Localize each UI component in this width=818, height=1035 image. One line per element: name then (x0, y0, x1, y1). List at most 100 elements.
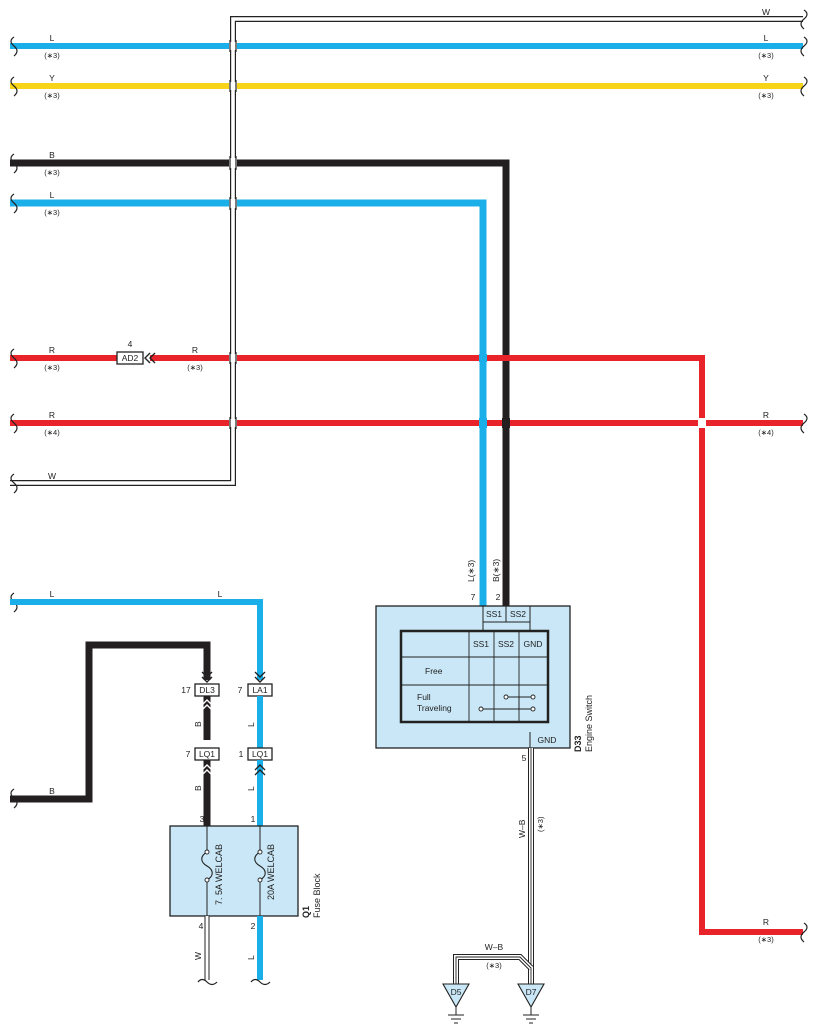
wire-dl3-lq1 (201, 696, 213, 740)
connector-la1-pin: 7 (238, 685, 243, 695)
label-fuse-out-w: W (193, 952, 203, 960)
label-r-mid2: R (192, 345, 198, 355)
table-header-ss1: SS1 (473, 639, 489, 649)
label-r-low-left: R (49, 410, 55, 420)
connector-dl3-id: DL3 (199, 685, 215, 695)
engine-switch-name: Engine Switch (584, 695, 594, 752)
label-l-mid: L (50, 190, 55, 200)
label-r-mid: R (49, 345, 55, 355)
wire-b-mid (10, 159, 510, 606)
fuse-symbol-2 (254, 851, 266, 881)
note-r-right: (∗3) (758, 935, 774, 944)
crossing-w-l2 (229, 197, 237, 210)
note-wb-d5: (∗3) (486, 961, 502, 970)
engine-switch-code: D33 (573, 735, 583, 752)
ground-d7-label: D7 (526, 987, 537, 997)
crossing-w-y (229, 80, 237, 92)
term-gnd: GND (538, 735, 557, 745)
ground-d7: D7 (517, 983, 545, 1024)
term-ss2: SS2 (510, 609, 526, 619)
wire-l-mid (10, 199, 487, 606)
note-r-low-right: (∗4) (758, 428, 774, 437)
connector-la1-id: LA1 (252, 685, 267, 695)
label-y-top-right: Y (763, 73, 769, 83)
fuse-2-label: 20A WELCAB (266, 844, 276, 900)
engine-switch: SS1 SS2 SS1 SS2 GND Free Full Traveling … (375, 605, 571, 749)
connector-lq1a-pin: 7 (186, 749, 191, 759)
label-lq1a-wire: B (193, 785, 203, 791)
fuse-block-name: Fuse Block (312, 873, 322, 918)
connector-la1: LA1 7 (238, 671, 273, 697)
crossing-r-vert (698, 418, 706, 428)
note-y-top-right: (∗3) (758, 91, 774, 100)
switch-table (399, 629, 550, 724)
note-r-mid: (∗3) (44, 363, 60, 372)
note-b-mid: (∗3) (44, 168, 60, 177)
label-w-low: W (48, 471, 56, 481)
note-l-mid: (∗3) (44, 208, 60, 217)
fuse-block: 7. 5A WELCAB 20A WELCAB (169, 825, 299, 917)
ground-d5: D5 (442, 983, 470, 1024)
fuse-pin-out-1: 4 (199, 921, 204, 931)
connector-lq1-a: LQ1 7 (186, 747, 220, 761)
continuity-marks (478, 694, 536, 712)
wire-w-loop (10, 16, 803, 486)
table-header-ss2: SS2 (498, 639, 514, 649)
crossing-w-r (229, 352, 237, 364)
note-r-low-left: (∗4) (44, 428, 60, 437)
connector-ad2-id: AD2 (122, 353, 139, 363)
wire-break-marks-bottom (197, 978, 271, 986)
label-l-fuse-right: L (218, 589, 223, 599)
pin-ss2-num: 2 (496, 592, 501, 602)
pin-gnd-num: 5 (522, 753, 527, 763)
crossing-w-b (229, 156, 237, 170)
crossing-l-rlow (479, 418, 487, 428)
label-y-top-left: Y (49, 73, 55, 83)
wire-break-marks-right (800, 9, 808, 943)
fuse-pin-in-2: 1 (251, 814, 256, 824)
fuse-1-label: 7. 5A WELCAB (214, 844, 224, 905)
fuse-block-code: Q1 (301, 906, 311, 918)
label-dl3-wire: B (193, 721, 203, 727)
connector-lq1-b: LQ1 1 (239, 747, 273, 761)
fuse-symbol-1 (201, 851, 213, 881)
label-wb-vert: W–B (517, 819, 527, 838)
pin-ss1-num: 7 (471, 592, 476, 602)
wire-b-fuse (10, 641, 211, 803)
label-r-low-right: R (763, 410, 769, 420)
connector-dl3-pin: 17 (181, 685, 191, 695)
label-b-mid: B (49, 150, 55, 160)
label-l-top-right: L (764, 33, 769, 43)
table-header-gnd: GND (524, 639, 543, 649)
crossing-b-rmid (479, 354, 487, 362)
connector-lq1b-pin: 1 (239, 749, 244, 759)
table-row-full-2: Traveling (417, 703, 452, 713)
label-b-vert: B(∗3) (491, 559, 501, 582)
wire-lq1b-fuse (254, 760, 266, 826)
wire-r-mid-right (150, 355, 803, 935)
label-w-top: W (762, 7, 770, 17)
wire-wb-d5 (453, 954, 534, 985)
note-l-top-left: (∗3) (44, 51, 60, 60)
note-r-mid2: (∗3) (187, 363, 203, 372)
term-ss1: SS1 (486, 609, 502, 619)
label-lq1b-wire: L (246, 786, 256, 791)
crossing-w-r2 (229, 417, 237, 429)
label-wb-d5: W–B (485, 942, 504, 952)
table-row-free: Free (425, 666, 443, 676)
table-row-full-1: Full (417, 692, 431, 702)
fuse-pin-in-1: 3 (200, 814, 205, 824)
label-b-fuse: B (49, 786, 55, 796)
label-la1-wire: L (246, 722, 256, 727)
crossing-w-l (229, 40, 237, 52)
wire-lq1a-fuse (201, 760, 213, 826)
note-wb-vert: (∗3) (536, 816, 545, 832)
connector-dl3: DL3 17 (181, 671, 220, 697)
crossing-b-rlow (502, 418, 510, 428)
note-l-top-right: (∗3) (758, 51, 774, 60)
connector-ad2: 4 AD2 (116, 339, 156, 365)
connector-lq1b-id: LQ1 (252, 749, 268, 759)
ground-d5-label: D5 (451, 987, 462, 997)
note-y-top-left: (∗3) (44, 91, 60, 100)
label-l-top-left: L (50, 33, 55, 43)
